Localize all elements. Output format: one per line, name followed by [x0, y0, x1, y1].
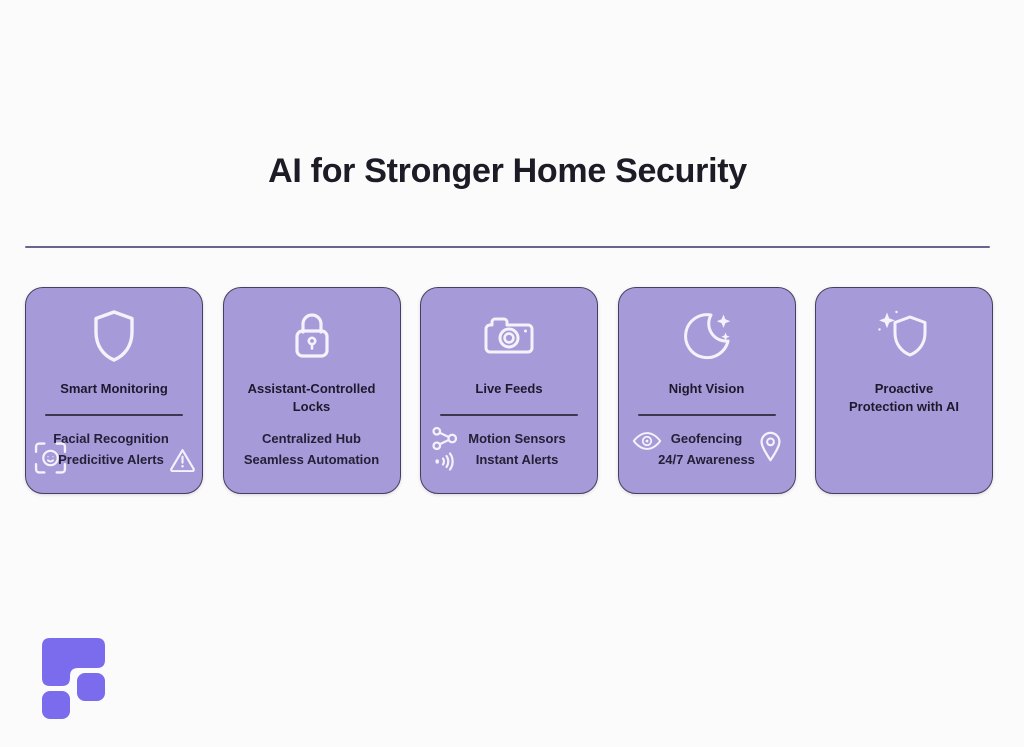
card-divider	[45, 414, 183, 416]
shield-icon	[26, 300, 202, 372]
padlock-icon	[224, 300, 400, 372]
card-body: Centralized Hub Seamless Automation	[243, 431, 380, 467]
brand-logo	[42, 638, 105, 720]
eye-icon	[632, 431, 662, 451]
card-title: Smart Monitoring	[60, 381, 168, 396]
moon-icon	[619, 300, 795, 372]
card-live-feeds: Live Feeds Motion Sensors Instant Alerts	[420, 287, 598, 494]
page-title: AI for Stronger Home Security	[268, 152, 747, 190]
card-body: Geofencing 24/7 Awareness	[658, 431, 755, 467]
camera-icon	[421, 300, 597, 372]
location-pin-icon	[759, 431, 782, 463]
card-title: Live Feeds	[475, 381, 543, 396]
card-night-vision: Night Vision Geofencing 24/7 Awareness	[617, 287, 796, 494]
card-title: Proactive Protection with AI	[848, 381, 960, 415]
network-nodes-icon	[431, 425, 458, 452]
card-body: Motion Sensors Instant Alerts	[468, 431, 566, 467]
sound-waves-icon	[433, 451, 460, 472]
shield-sparkle-icon	[816, 300, 992, 372]
card-body: Facial Recognition Predicitive Alerts	[53, 431, 169, 467]
face-scan-icon	[34, 441, 67, 475]
header-divider	[25, 246, 990, 248]
card-title: Assistant-Controlled Locks	[247, 381, 376, 415]
card-title: Night Vision	[668, 381, 745, 396]
card-divider	[637, 414, 776, 416]
card-smart-monitoring: Smart Monitoring Facial Recognition Pred…	[25, 287, 203, 494]
card-divider	[440, 414, 578, 416]
feature-cards-row: Smart Monitoring Facial Recognition Pred…	[25, 287, 993, 495]
card-proactive-protection: Proactive Protection with AI	[815, 287, 993, 494]
card-assistant-controlled-locks: Assistant-Controlled Locks Centralized H…	[222, 287, 401, 494]
warning-triangle-icon	[169, 447, 196, 472]
